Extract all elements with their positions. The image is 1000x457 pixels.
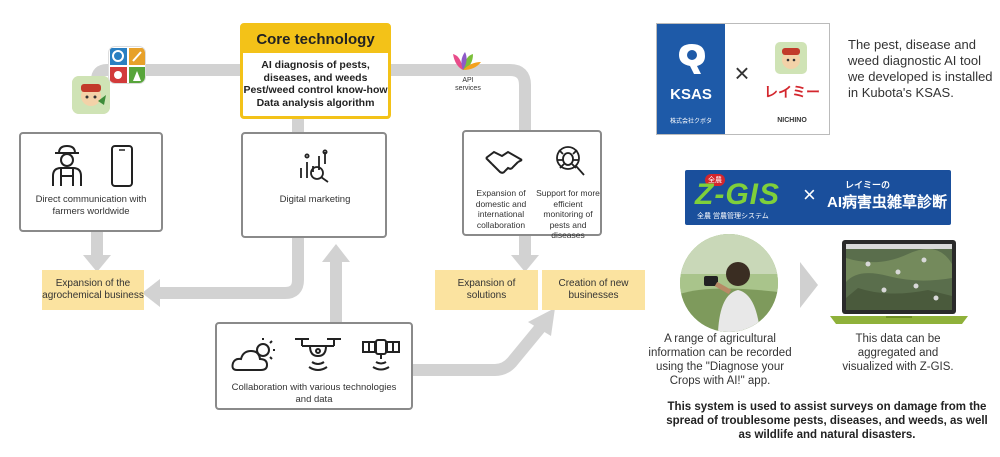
digital-marketing-box: Digital marketing xyxy=(241,132,387,238)
analytics-icon xyxy=(300,149,329,183)
ksas-reimii-logo: KSAS 株式会社クボタ × レイミー NICHINO xyxy=(656,23,830,135)
drone-icon xyxy=(295,338,341,371)
api-logo-icon xyxy=(449,52,483,74)
outcome-solutions: Expansion of solutions xyxy=(435,270,538,310)
ksas-logo: KSAS 株式会社クボタ xyxy=(657,24,725,134)
zgis-banner: 全農 Z-GIS 全農 営農管理システム × レイミーの AI病害虫雑草診断 xyxy=(685,170,951,225)
outcome-agrochemical: Expansion of the agrochemical business xyxy=(42,270,144,310)
outcome-new-business-label: Creation of new businesses xyxy=(558,278,629,301)
zgis-subtitle: 全農 営農管理システム xyxy=(697,213,769,220)
zgis-x: × xyxy=(803,182,816,207)
laptop-map-icon xyxy=(828,238,970,326)
diagnosis-app-icon xyxy=(108,46,146,84)
collaboration-monitoring-box: Expansion of domestic and international … xyxy=(462,130,602,240)
api-services-label: API services xyxy=(449,77,487,93)
zgis-tag: 全農 xyxy=(705,174,725,186)
caption-zgis-visualize: This data can be aggregated and visualiz… xyxy=(842,333,954,373)
collaboration-tech-box: Collaboration with various technologies … xyxy=(215,322,413,410)
core-line-3: Pest/weed control know-how xyxy=(243,84,388,96)
collab-tech-label: Collaboration with various technologies … xyxy=(231,382,397,405)
farmer-icon xyxy=(52,144,82,186)
api-label-line1: API xyxy=(462,77,474,84)
ksas-mark-icon xyxy=(679,44,705,74)
outcome-solutions-label: Expansion of solutions xyxy=(457,278,516,301)
cloud-sun-icon xyxy=(231,338,275,371)
ksas-description: The pest, disease and weed diagnostic AI… xyxy=(848,37,993,100)
outcome-agrochemical-label: Expansion of the agrochemical business xyxy=(42,278,144,301)
core-line-4: Data analysis algorithm xyxy=(256,96,375,109)
handshake-icon xyxy=(485,150,523,174)
core-line-2: diseases, and weeds xyxy=(263,71,368,84)
core-technology-box: Core technology AI diagnosis of pests, d… xyxy=(240,23,391,119)
smartphone-icon xyxy=(111,145,133,187)
monitoring-label: Support for more efficient monitoring of… xyxy=(536,188,600,240)
core-title: Core technology xyxy=(243,26,388,53)
digital-marketing-label: Digital marketing xyxy=(279,194,351,205)
kubota-text: 株式会社クボタ xyxy=(669,119,712,125)
outcome-new-business: Creation of new businesses xyxy=(542,270,645,310)
reimii-app-icon xyxy=(72,76,110,114)
api-label-line2: services xyxy=(455,85,481,92)
person-photo xyxy=(680,234,778,332)
reimii-logo: レイミー NICHINO xyxy=(757,38,827,128)
bug-magnifier-icon xyxy=(556,146,585,176)
satellite-icon xyxy=(362,339,400,371)
core-line-1: AI diagnosis of pests, xyxy=(261,59,370,71)
zgis-app-name: レイミーの xyxy=(845,180,891,190)
ksas-logo-text: KSAS xyxy=(670,86,712,103)
bottom-note: This system is used to assist surveys on… xyxy=(666,401,988,441)
cross-mark: × xyxy=(734,58,750,88)
zgis-ai-label: AI病害虫雑草診断 xyxy=(827,194,948,211)
nichino-text: NICHINO xyxy=(777,117,807,124)
reimii-character-icon xyxy=(775,42,807,74)
reimii-logo-text: レイミー xyxy=(764,84,820,100)
expansion-collab-label: Expansion of domestic and international … xyxy=(475,188,527,230)
core-body: AI diagnosis of pests, diseases, and wee… xyxy=(243,53,388,109)
zgis-title: Z-GIS xyxy=(695,178,780,211)
caption-app-recording: A range of agricultural information can … xyxy=(648,333,792,387)
farmers-box: Direct communication with farmers worldw… xyxy=(19,132,163,232)
farmers-label: Direct communication with farmers worldw… xyxy=(35,194,147,217)
